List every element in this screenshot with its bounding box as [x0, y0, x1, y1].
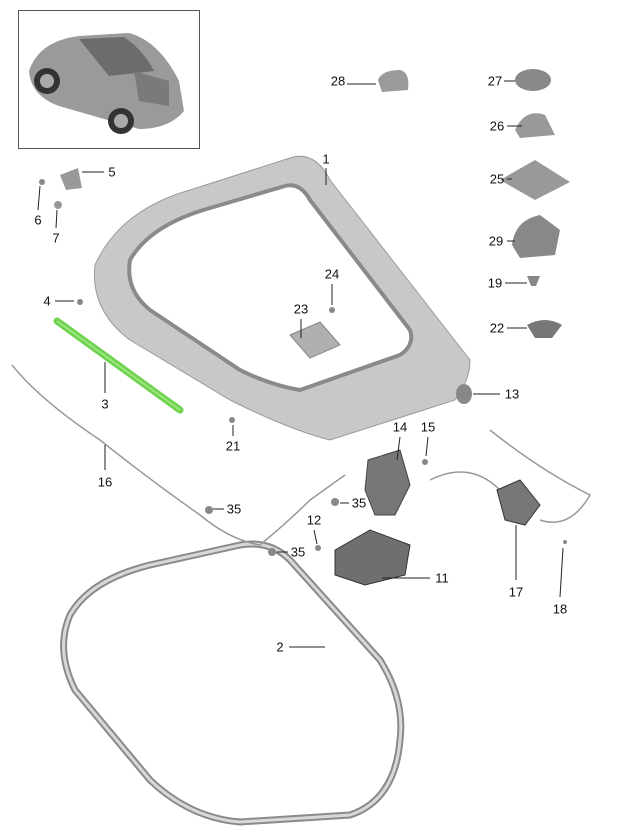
- motor-part-11: [334, 529, 411, 586]
- vehicle-thumbnail: [18, 10, 200, 149]
- callout-13[interactable]: 13: [504, 386, 520, 402]
- screw-part-24: [329, 307, 335, 313]
- cover-part-22: [527, 320, 562, 338]
- callout-16[interactable]: 16: [97, 474, 113, 490]
- callout-14[interactable]: 14: [392, 419, 408, 435]
- screw-part-18: [563, 540, 567, 544]
- callout-23[interactable]: 23: [293, 301, 309, 317]
- buffer-part-13: [456, 384, 472, 404]
- clip-part-35c: [268, 548, 276, 556]
- hinge-part-5: [60, 168, 82, 190]
- callout-35a[interactable]: 35: [226, 501, 242, 517]
- seal-part-2: [60, 540, 405, 826]
- callout-24[interactable]: 24: [324, 266, 340, 282]
- tailgate-part-1: [93, 155, 471, 441]
- bracket-part-29: [512, 215, 560, 258]
- callout-26[interactable]: 26: [489, 118, 505, 134]
- callout-7[interactable]: 7: [52, 230, 60, 246]
- callout-2[interactable]: 2: [276, 639, 284, 655]
- callout-19[interactable]: 19: [487, 275, 503, 291]
- clip-part-35a: [205, 506, 213, 514]
- cap-part-27: [515, 69, 551, 91]
- car-icon: [29, 33, 184, 134]
- washer-part-7: [54, 201, 62, 209]
- cap-part-26: [515, 113, 555, 138]
- callout-28[interactable]: 28: [330, 73, 346, 89]
- callout-22[interactable]: 22: [489, 320, 505, 336]
- screw-part-19: [527, 276, 540, 286]
- leader-lines: [37, 80, 564, 648]
- screw-part-15: [422, 459, 428, 465]
- callout-3[interactable]: 3: [101, 396, 109, 412]
- callout-21[interactable]: 21: [225, 438, 241, 454]
- callout-6[interactable]: 6: [34, 212, 42, 228]
- callout-1[interactable]: 1: [322, 151, 330, 167]
- callout-18[interactable]: 18: [552, 601, 568, 617]
- cable-part-16: [11, 364, 346, 546]
- gas-strut-part-3: [53, 317, 184, 414]
- callout-12[interactable]: 12: [306, 512, 322, 528]
- actuator-part-17: [496, 479, 541, 526]
- callout-17[interactable]: 17: [508, 584, 524, 600]
- clip-part-35b: [331, 498, 339, 506]
- callout-35b[interactable]: 35: [351, 495, 367, 511]
- latch-part-14: [364, 449, 411, 516]
- ballstud-part-4: [77, 299, 83, 305]
- callout-11[interactable]: 11: [435, 570, 449, 586]
- cap-part-28: [378, 70, 409, 92]
- screw-part-6: [39, 179, 45, 185]
- callout-27[interactable]: 27: [487, 73, 503, 89]
- screw-part-12: [315, 545, 321, 551]
- callout-35c[interactable]: 35: [290, 544, 306, 560]
- pad-part-25: [500, 160, 570, 200]
- callout-5[interactable]: 5: [108, 164, 116, 180]
- callout-4[interactable]: 4: [43, 293, 51, 309]
- callout-15[interactable]: 15: [420, 419, 436, 435]
- callout-25[interactable]: 25: [489, 171, 505, 187]
- screw-part-21: [229, 417, 235, 423]
- callout-29[interactable]: 29: [488, 233, 504, 249]
